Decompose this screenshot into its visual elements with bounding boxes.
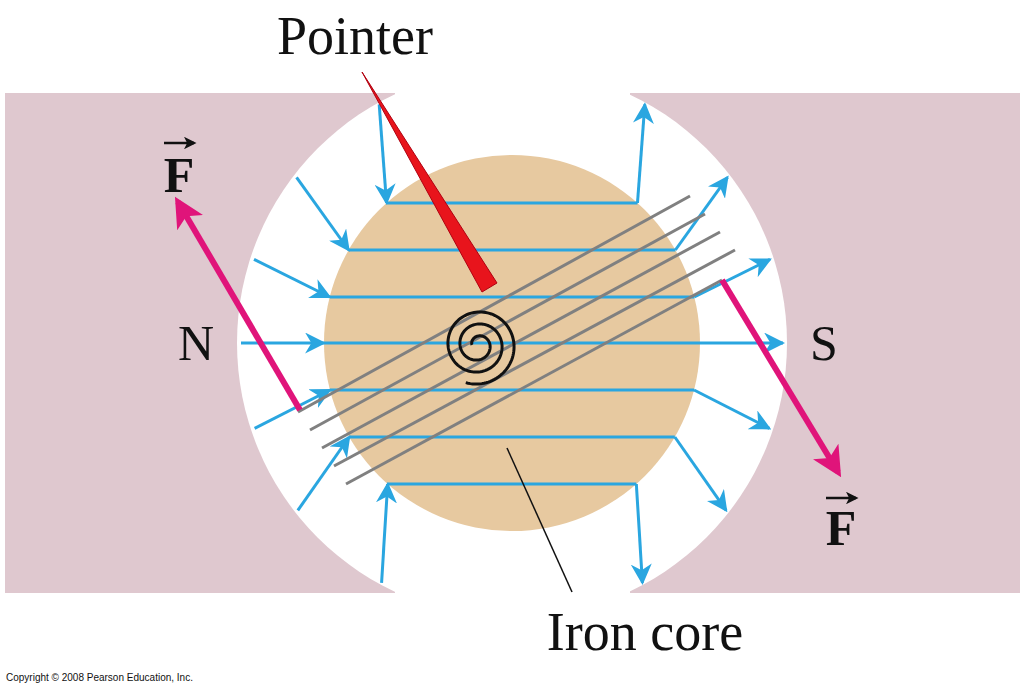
field-line	[387, 202, 638, 205]
coil-winding	[334, 250, 735, 466]
leader-line	[507, 448, 572, 592]
pole-label: S	[810, 318, 838, 368]
field-line	[700, 342, 783, 345]
field-line	[636, 484, 642, 583]
field-line	[379, 104, 386, 203]
field-line	[382, 484, 388, 583]
part-label: Pointer	[277, 9, 433, 63]
part-label: Iron core	[547, 605, 743, 659]
field-line	[694, 390, 769, 428]
field-line	[241, 342, 324, 345]
iron-core	[324, 155, 700, 531]
field-line	[330, 296, 695, 299]
coil-winding	[298, 196, 690, 412]
field-line	[675, 437, 726, 510]
coil-windings	[298, 196, 735, 484]
coil-winding	[346, 280, 722, 484]
field-line	[254, 259, 330, 297]
vector-arrow	[826, 497, 856, 500]
force-symbol: F	[164, 150, 195, 200]
spiral-spring	[448, 312, 514, 384]
force-arrow	[722, 280, 838, 472]
coil-winding	[322, 232, 720, 448]
force-symbol: F	[826, 503, 857, 553]
field-line	[349, 249, 676, 252]
field-line	[388, 483, 637, 486]
magnetic-field-lines	[241, 104, 783, 582]
pole-gap	[237, 68, 787, 618]
field-line	[349, 436, 675, 439]
pointer-needle	[362, 72, 497, 292]
field-line	[297, 177, 349, 250]
copyright-note: Copyright © 2008 Pearson Education, Inc.	[6, 673, 193, 683]
vector-arrow	[164, 142, 194, 145]
field-line	[637, 104, 644, 203]
force-arrow	[178, 202, 300, 410]
spiral-spring	[448, 312, 514, 384]
pole-label: N	[178, 318, 214, 368]
field-line	[675, 177, 727, 250]
